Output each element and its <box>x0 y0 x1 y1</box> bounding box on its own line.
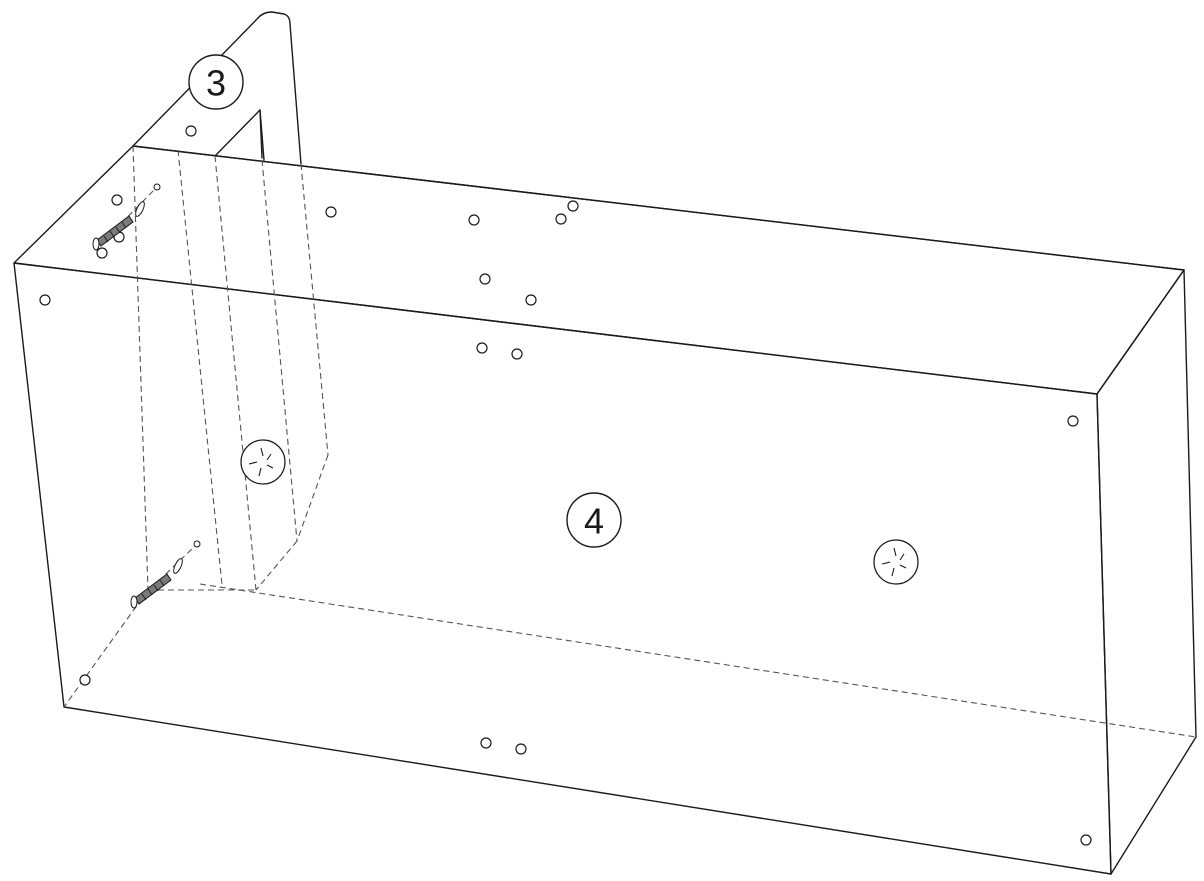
hole <box>476 342 488 354</box>
callout-label-4: 4 <box>584 501 604 542</box>
hole <box>325 206 337 218</box>
hole <box>480 737 492 749</box>
cam-lock-left <box>240 439 286 485</box>
hole <box>525 294 537 306</box>
hole <box>111 194 123 206</box>
hidden-lines <box>63 145 1197 738</box>
cam-lock-right <box>873 539 919 585</box>
callout-label-3: 3 <box>206 63 226 104</box>
hole <box>79 674 91 686</box>
screw-bottom <box>130 540 201 609</box>
hole <box>515 743 527 755</box>
hole <box>468 214 480 226</box>
screw-top <box>92 183 161 251</box>
hole <box>1067 415 1079 427</box>
hole <box>479 273 491 285</box>
hole <box>39 294 51 306</box>
cabinet-box <box>13 145 1197 875</box>
hole <box>96 247 108 259</box>
callout-part-3: 3 <box>188 54 244 110</box>
hole <box>185 125 197 137</box>
hole <box>511 348 523 360</box>
side-panel <box>132 11 302 165</box>
hole <box>555 213 567 225</box>
holes <box>39 125 1092 846</box>
callout-part-4: 4 <box>566 492 622 548</box>
hole <box>567 200 579 212</box>
hole <box>1080 834 1092 846</box>
